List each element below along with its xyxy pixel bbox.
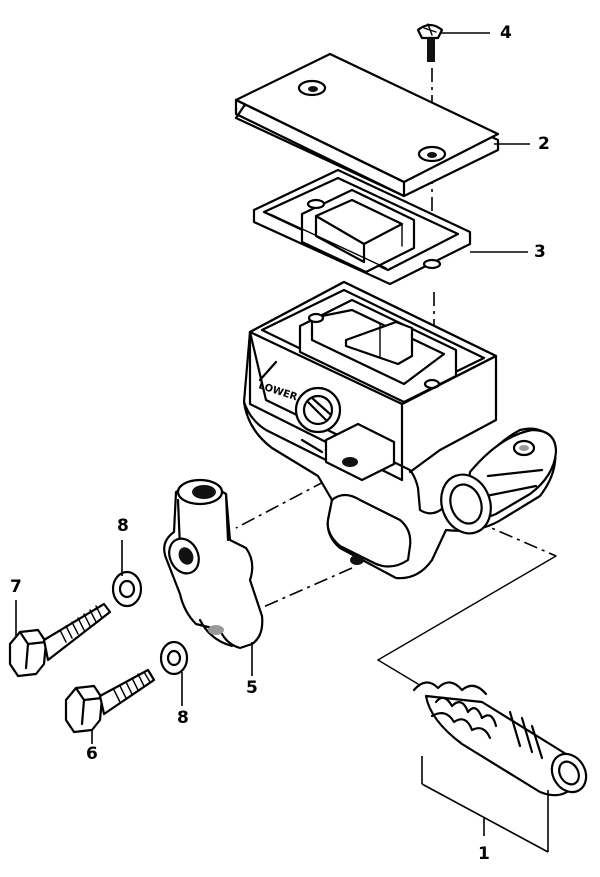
master-cylinder-body: LOWER — [242, 280, 558, 580]
reservoir-cap — [234, 52, 500, 198]
clamp-bolt-short — [64, 668, 156, 734]
callout-6: 6 — [86, 744, 98, 764]
callout-7: 7 — [10, 577, 22, 597]
callout-4: 4 — [500, 23, 512, 43]
washer-upper — [111, 570, 143, 608]
reservoir-diaphragm — [252, 168, 472, 286]
reservoir-cap-screw — [416, 23, 444, 62]
washer-lower — [159, 640, 189, 676]
piston-kit — [412, 681, 588, 797]
callout-5: 5 — [246, 678, 258, 698]
callout-8-lower: 8 — [177, 708, 189, 728]
leader-lines — [15, 32, 549, 853]
callout-8-upper: 8 — [117, 516, 129, 536]
callout-2: 2 — [538, 134, 550, 154]
callout-1: 1 — [478, 844, 490, 864]
clamp-bolt-long — [8, 602, 112, 678]
handlebar-clamp — [163, 478, 264, 650]
callout-3: 3 — [534, 242, 546, 262]
